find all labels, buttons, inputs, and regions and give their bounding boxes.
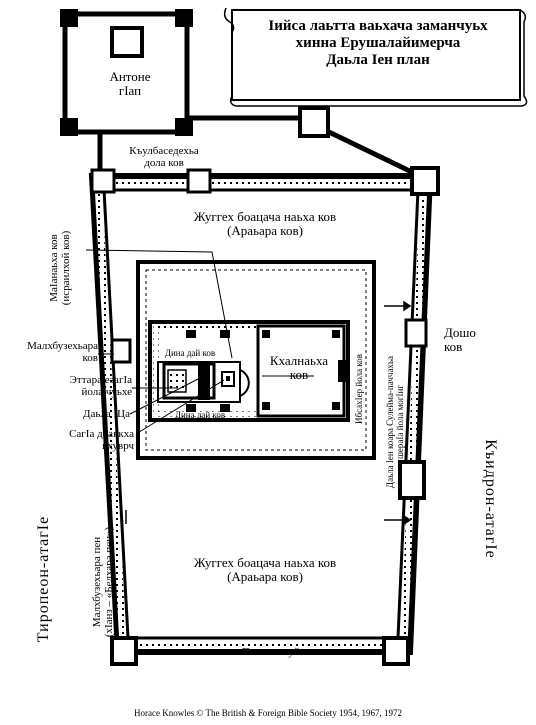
- tyropoeon-valley-label: Тиропеон-атагӀе: [35, 515, 52, 643]
- copyright-credit: Horace Knowles © The British & Foreign B…: [134, 708, 402, 718]
- inner-gate-label-top: Дина дай ков: [164, 348, 216, 358]
- title-line-1: Ӏийса лаьтта ваьхача заманчуьх: [268, 18, 488, 34]
- court-of-israel-label: МаӀанаьха ков (исраилхой ков): [48, 230, 72, 306]
- court-of-women-label: Кхалнаьха ков: [269, 353, 329, 382]
- title-line-2: хинна Ерушалайимерча: [295, 35, 461, 51]
- diagram-title: Ӏийса лаьтта ваьхача заманчуьх хинна Еру…: [238, 18, 518, 69]
- inner-courts: [148, 320, 350, 422]
- royal-stoa-label: Паччахьа уйче: [241, 646, 311, 658]
- leader-lines: [85, 249, 314, 435]
- antonia-label: Антоне гӀап: [109, 69, 151, 98]
- solomons-porch-label: Даьла Ӏен коара Сулейма-паччахьа шераӀа …: [385, 355, 405, 489]
- western-wall-label: Малхбузехьара пен (хӀанз – «Белхара пен»…: [91, 526, 115, 638]
- north-gate-label: Къулбаседехьа дола ков: [129, 145, 199, 169]
- title-line-3: Даьла Ӏен план: [326, 52, 430, 68]
- west-gate-label: Малхбузехьара ков: [27, 340, 98, 364]
- sanctuary-label: Даьла ӀЦа: [82, 408, 130, 420]
- beautiful-gate-label: ИбсахӀер йола ков: [354, 353, 364, 425]
- golden-gate-label: Дошо ков: [444, 325, 476, 354]
- court-of-gentiles-bottom: Жуггех боацача наьха ков (Араьара ков): [193, 555, 337, 584]
- court-of-gentiles-top: Жуггех боацача наьха ков (Араьара ков): [193, 209, 337, 238]
- kidron-valley-label: Къидрон-атагӀе: [482, 439, 499, 559]
- altar-label: СагӀа доаккха кхуврч: [69, 428, 134, 452]
- holy-of-holies-label: Эттара езагӀа йола чуьхе: [69, 374, 132, 398]
- direction-arrows: [125, 300, 412, 526]
- antonia-fortress: [60, 9, 193, 136]
- title-scroll: [223, 7, 528, 107]
- inner-gate-label-bottom: Дина дай ков: [174, 410, 226, 420]
